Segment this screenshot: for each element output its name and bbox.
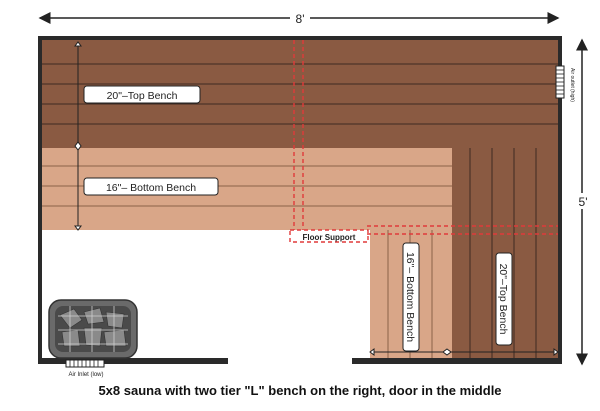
left-bench-measure (74, 41, 82, 231)
height-dimension: 5' (574, 38, 592, 366)
air-inlet-vent (65, 359, 105, 368)
height-label: 5' (579, 195, 588, 209)
air-outlet-vent (555, 65, 565, 99)
bottom-bench-left-label: 16"– Bottom Bench (106, 182, 196, 194)
floor-support-lines (289, 40, 558, 243)
floor-support-box (289, 229, 369, 243)
right-bench-measure (369, 348, 559, 356)
width-label: 8' (296, 12, 305, 26)
bottom-bench-right-label: 16"– Bottom Bench (404, 252, 416, 342)
top-bench-right-label: 20"–Top Bench (497, 264, 509, 335)
top-bench-right-label-box (495, 252, 513, 346)
bottom-bench-left-label-box (83, 177, 219, 196)
top-bench-left-label: 20"–Top Bench (107, 90, 178, 102)
top-bench-left-label-box (83, 85, 201, 104)
walls (38, 36, 562, 364)
air-inlet-label: Air Inlet (low) (68, 372, 103, 378)
width-dimension: 8' (38, 10, 560, 26)
bottom-bench-right-label-box (402, 242, 420, 352)
diagram-caption: 5x8 sauna with two tier "L" bench on the… (98, 383, 501, 398)
floor-support-label: Floor Support (303, 233, 356, 242)
sauna-heater (48, 299, 138, 359)
air-outlet-label: Air outlet (high) (569, 68, 575, 102)
